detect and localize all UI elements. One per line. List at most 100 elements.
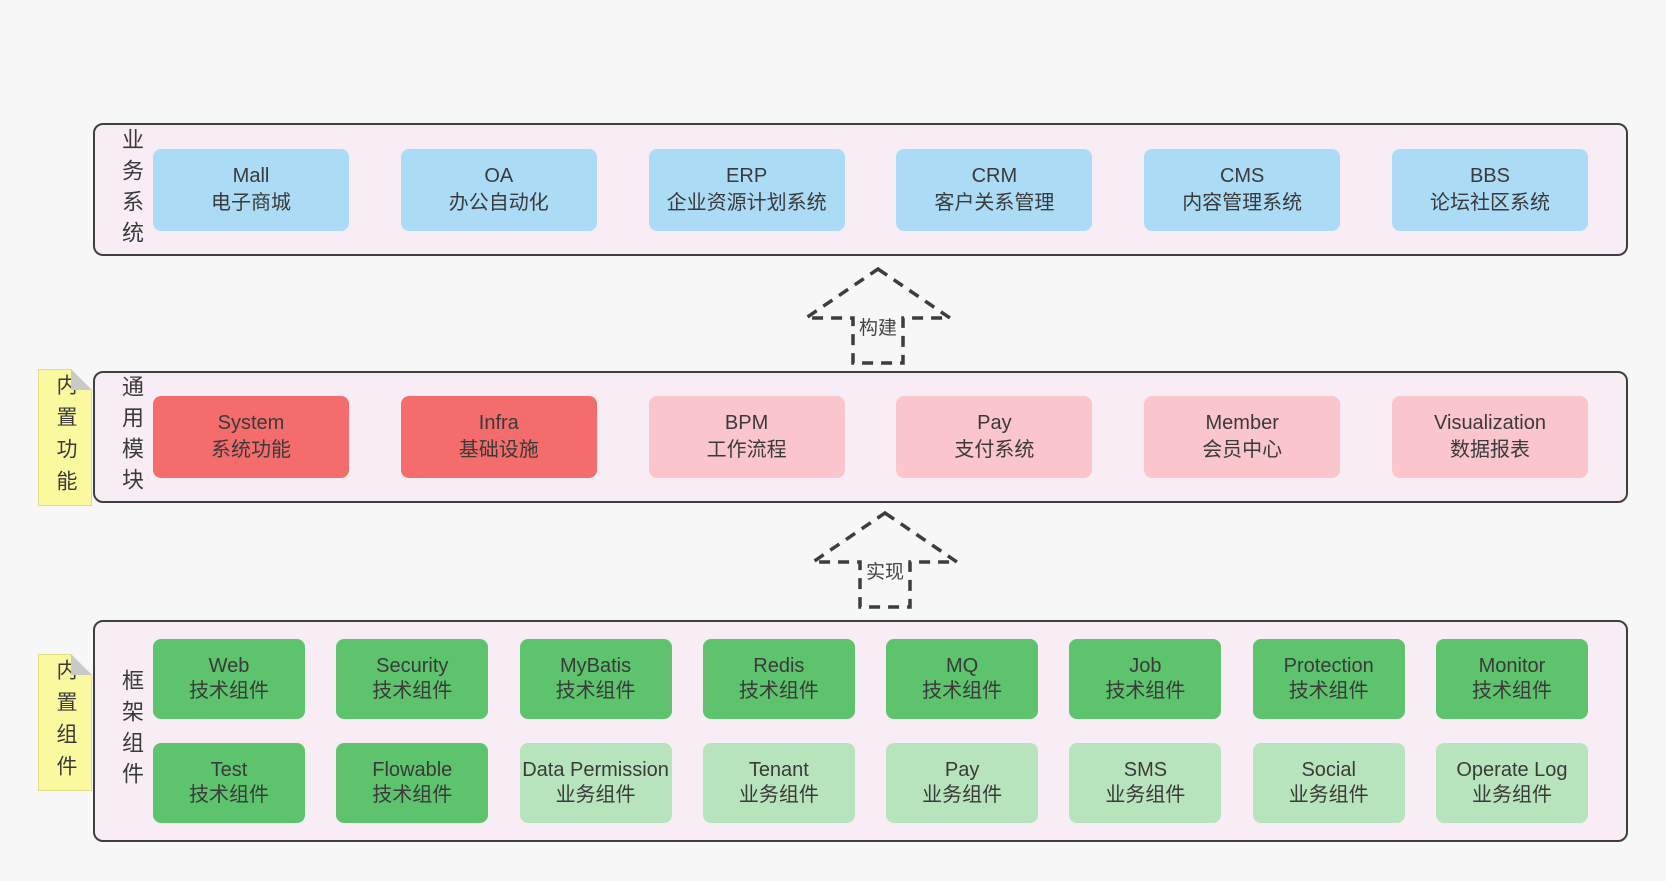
box-bbs: BBS 论坛社区系统 bbox=[1391, 148, 1588, 231]
box-subtitle: 技术组件 bbox=[372, 680, 453, 702]
box-title: Data Permission bbox=[522, 759, 669, 781]
box-subtitle: 技术组件 bbox=[189, 784, 269, 806]
up-arrow-icon bbox=[803, 266, 953, 365]
sticky-note-built-in-features: 内置功能 bbox=[38, 369, 92, 506]
box-pay: Pay 业务组件 bbox=[886, 743, 1039, 823]
implement-arrow: 实现 bbox=[810, 510, 960, 610]
box-subtitle: 业务组件 bbox=[555, 784, 636, 806]
box-title: BPM bbox=[724, 412, 769, 434]
box-subtitle: 业务组件 bbox=[1105, 784, 1186, 806]
box-oa: OA 办公自动化 bbox=[400, 148, 597, 231]
box-pay: Pay 支付系统 bbox=[896, 396, 1093, 478]
box-title: Test bbox=[210, 759, 248, 781]
box-subtitle: 支付系统 bbox=[954, 439, 1035, 461]
box-subtitle: 企业资源计划系统 bbox=[666, 191, 827, 214]
sticky-label: 内置功能 bbox=[54, 373, 77, 502]
box-visualization: Visualization 数据报表 bbox=[1391, 396, 1588, 478]
box-title: Infra bbox=[478, 412, 519, 434]
box-title: Pay bbox=[944, 759, 980, 781]
box-crm: CRM 客户关系管理 bbox=[896, 148, 1093, 231]
box-subtitle: 论坛社区系统 bbox=[1429, 191, 1550, 214]
box-title: ERP bbox=[726, 164, 768, 187]
box-title: Tenant bbox=[748, 759, 809, 781]
box-test: Test 技术组件 bbox=[153, 743, 305, 823]
box-bpm: BPM 工作流程 bbox=[648, 396, 845, 478]
box-title: SMS bbox=[1123, 759, 1168, 781]
box-social: Social 业务组件 bbox=[1252, 743, 1405, 823]
box-title: Job bbox=[1129, 655, 1162, 677]
box-subtitle: 电子商城 bbox=[211, 191, 291, 214]
box-title: Visualization bbox=[1434, 412, 1546, 434]
box-title: MQ bbox=[946, 655, 979, 677]
section-label-cell: 业务系统 bbox=[109, 125, 153, 254]
box-title: MyBatis bbox=[560, 655, 632, 677]
box-security: Security 技术组件 bbox=[336, 639, 489, 719]
box-subtitle: 客户关系管理 bbox=[934, 191, 1055, 214]
box-subtitle: 技术组件 bbox=[1105, 680, 1186, 702]
box-title: CRM bbox=[971, 164, 1018, 187]
box-mybatis: MyBatis 技术组件 bbox=[519, 639, 672, 719]
box-subtitle: 工作流程 bbox=[706, 439, 787, 461]
box-web: Web 技术组件 bbox=[153, 639, 305, 719]
box-title: Pay bbox=[977, 412, 1012, 434]
box-subtitle: 会员中心 bbox=[1202, 439, 1283, 461]
box-subtitle: 技术组件 bbox=[372, 784, 453, 806]
box-subtitle: 业务组件 bbox=[1288, 784, 1369, 806]
sticky-note-built-in-components: 内置组件 bbox=[38, 654, 92, 791]
box-title: BBS bbox=[1469, 164, 1510, 187]
sticky-label: 内置组件 bbox=[54, 658, 77, 787]
box-subtitle: 业务组件 bbox=[738, 784, 819, 806]
box-subtitle: 技术组件 bbox=[738, 680, 819, 702]
box-protection: Protection 技术组件 bbox=[1252, 639, 1405, 719]
box-subtitle: 业务组件 bbox=[922, 784, 1003, 806]
box-title: System bbox=[217, 412, 285, 434]
box-title: Protection bbox=[1283, 655, 1374, 677]
box-data-permission: Data Permission 业务组件 bbox=[519, 743, 672, 823]
arrow-label: 构建 bbox=[855, 313, 901, 340]
box-job: Job 技术组件 bbox=[1069, 639, 1222, 719]
box-subtitle: 数据报表 bbox=[1449, 439, 1530, 461]
box-member: Member 会员中心 bbox=[1144, 396, 1341, 478]
box-title: Flowable bbox=[372, 759, 453, 781]
box-subtitle: 技术组件 bbox=[555, 680, 636, 702]
box-title: Security bbox=[376, 655, 449, 677]
box-subtitle: 技术组件 bbox=[1471, 680, 1552, 702]
section-label-cell: 框架组件 bbox=[109, 622, 153, 840]
section-label: 通用模块 bbox=[119, 375, 144, 499]
section-label: 业务系统 bbox=[119, 127, 144, 252]
box-title: Monitor bbox=[1478, 655, 1546, 677]
box-subtitle: 技术组件 bbox=[922, 680, 1003, 702]
box-title: Web bbox=[208, 655, 250, 677]
box-title: CMS bbox=[1219, 164, 1265, 187]
up-arrow-icon bbox=[810, 510, 960, 609]
box-title: Member bbox=[1205, 412, 1279, 434]
box-subtitle: 办公自动化 bbox=[448, 191, 549, 214]
section-label: 框架组件 bbox=[119, 669, 144, 793]
box-mq: MQ 技术组件 bbox=[886, 639, 1039, 719]
box-flowable: Flowable 技术组件 bbox=[336, 743, 489, 823]
section-label-cell: 通用模块 bbox=[109, 373, 153, 501]
box-subtitle: 技术组件 bbox=[189, 680, 269, 702]
box-title: OA bbox=[484, 164, 514, 187]
build-arrow: 构建 bbox=[803, 266, 953, 366]
box-title: Social bbox=[1301, 759, 1356, 781]
box-tenant: Tenant 业务组件 bbox=[702, 743, 855, 823]
box-subtitle: 技术组件 bbox=[1288, 680, 1369, 702]
box-title: Operate Log bbox=[1456, 759, 1568, 781]
